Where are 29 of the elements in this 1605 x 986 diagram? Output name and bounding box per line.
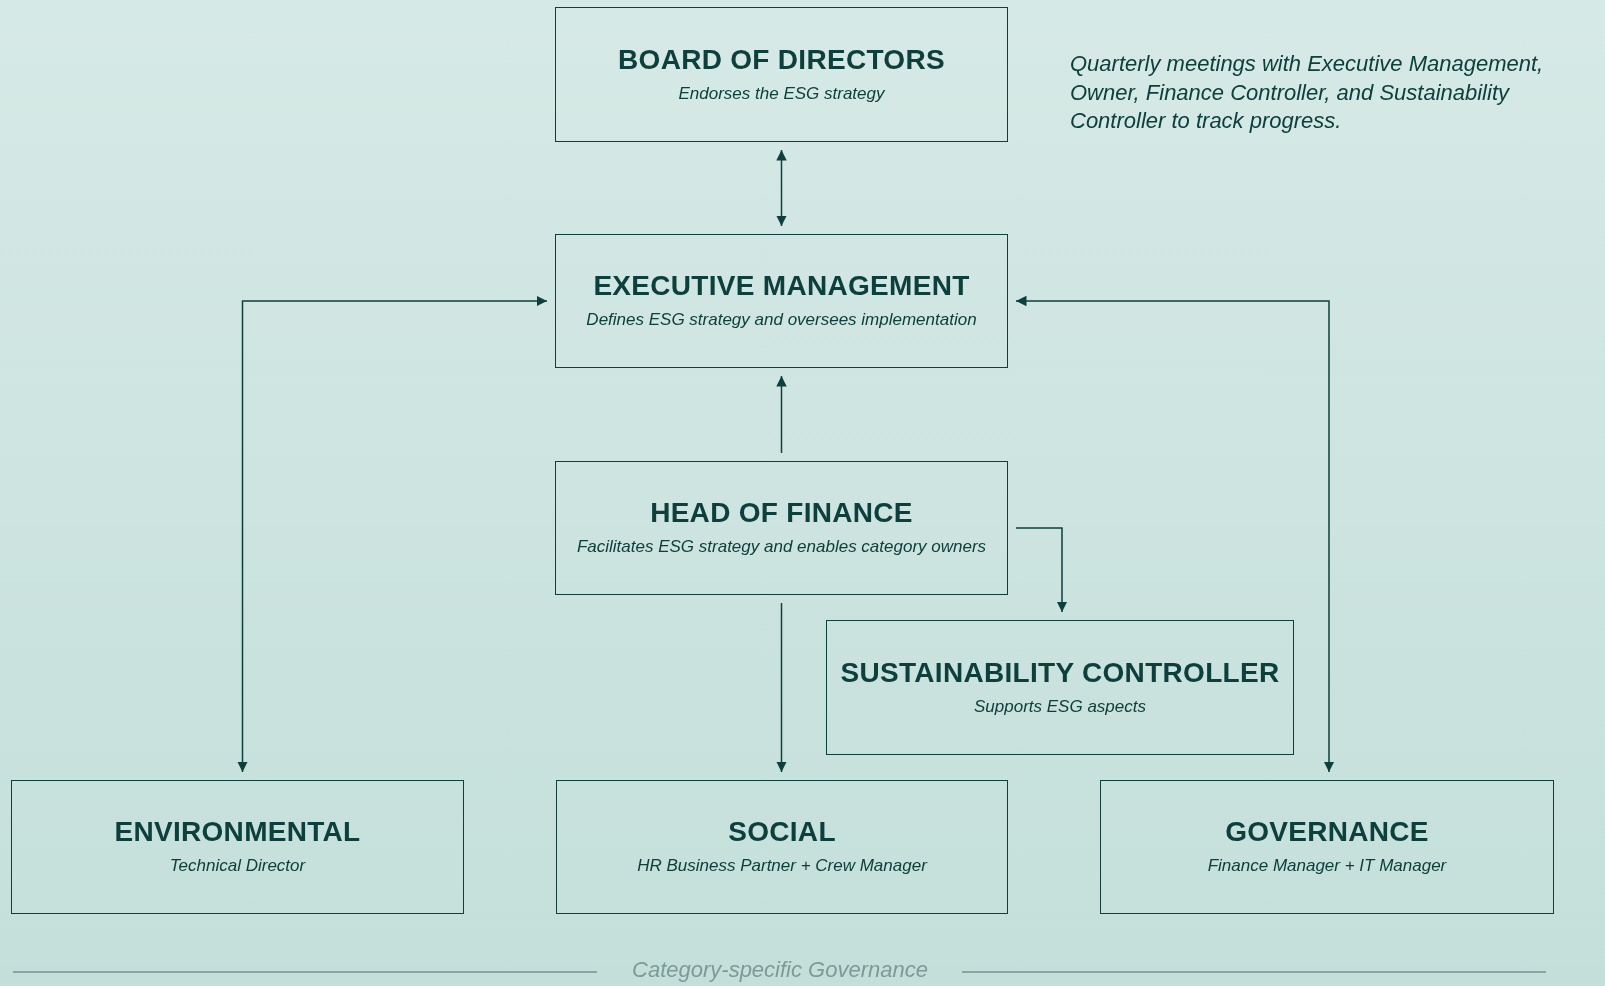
role-title: GOVERNANCE: [1225, 816, 1429, 849]
role-box: [555, 461, 1008, 595]
arrow: [1015, 295, 1335, 773]
role-description: HR Business Partner + Crew Manager: [637, 855, 927, 878]
arrow: [776, 602, 787, 773]
arrow: [776, 375, 787, 454]
role-description: Finance Manager + IT Manager: [1207, 855, 1447, 878]
section-caption: Category-specific Governance: [631, 957, 929, 983]
role-box: [555, 7, 1008, 142]
role-description: Technical Director: [169, 855, 306, 878]
role-description: Endorses the ESG strategy: [678, 82, 885, 105]
arrow: [237, 295, 548, 773]
role-title: ENVIRONMENTAL: [114, 816, 361, 849]
role-box: [555, 234, 1008, 368]
arrow: [776, 149, 787, 227]
role-title: HEAD OF FINANCE: [650, 497, 913, 530]
role-box: [556, 780, 1008, 914]
role-description: Defines ESG strategy and oversees implementation: [586, 309, 977, 332]
role-title: SOCIAL: [728, 816, 836, 849]
role-title: EXECUTIVE MANAGEMENT: [593, 270, 970, 303]
meeting-note: Quarterly meetings with Executive Management, Owner, Finance Controller, and Sustainability Controller to track progress.: [1070, 50, 1545, 136]
role-title: BOARD OF DIRECTORS: [618, 43, 945, 76]
role-box: [1100, 780, 1554, 914]
role-box: [826, 620, 1294, 755]
role-description: Supports ESG aspects: [974, 695, 1146, 718]
role-description: Facilitates ESG strategy and enables category owners: [576, 536, 987, 559]
role-title: SUSTAINABILITY CONTROLLER: [840, 656, 1280, 689]
role-box: [11, 780, 464, 914]
arrow: [1015, 527, 1068, 613]
